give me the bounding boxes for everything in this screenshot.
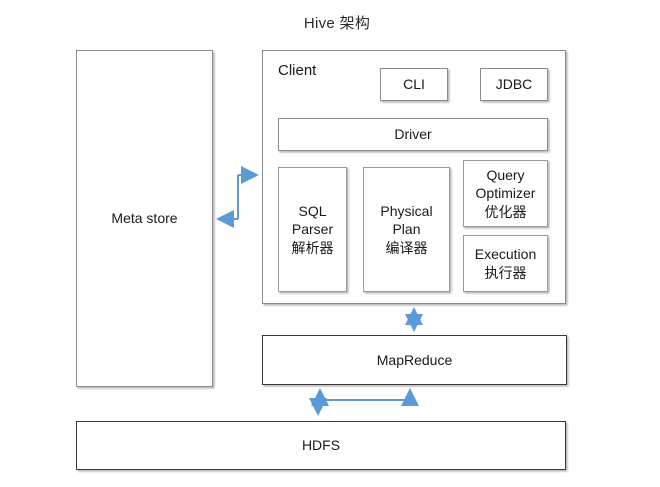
execution-line1: Execution <box>474 246 537 263</box>
physical-plan-label: Physical Plan 编译器 <box>380 202 432 257</box>
hdfs-label: HDFS <box>301 437 341 454</box>
sql-parser-label: SQL Parser 解析器 <box>292 202 334 257</box>
node-execution[interactable]: Execution 执行器 <box>463 235 548 292</box>
connector-client-metastore <box>216 166 259 228</box>
execution-label: Execution 执行器 <box>475 245 536 282</box>
node-meta-store[interactable]: Meta store <box>76 50 213 387</box>
node-hdfs[interactable]: HDFS <box>76 421 566 470</box>
query-optimizer-line2: Optimizer <box>475 185 536 202</box>
meta-store-label: Meta store <box>111 210 178 227</box>
sql-parser-line1: SQL <box>298 202 327 219</box>
mapreduce-label: MapReduce <box>376 351 453 368</box>
driver-label: Driver <box>394 126 432 143</box>
node-sql-parser[interactable]: SQL Parser 解析器 <box>278 167 347 292</box>
node-jdbc[interactable]: JDBC <box>480 68 548 101</box>
physical-plan-line2: Plan <box>392 221 421 238</box>
node-query-optimizer[interactable]: Query Optimizer 优化器 <box>463 160 548 227</box>
node-mapreduce[interactable]: MapReduce <box>262 335 567 385</box>
sql-parser-line2: Parser <box>291 221 334 238</box>
query-optimizer-line3: 优化器 <box>484 203 527 220</box>
client-label: Client <box>278 62 317 79</box>
sql-parser-line3: 解析器 <box>291 239 334 256</box>
page-title: Hive 架构 <box>303 15 371 32</box>
cli-label: CLI <box>403 76 425 93</box>
node-driver[interactable]: Driver <box>278 118 548 151</box>
node-cli[interactable]: CLI <box>380 68 448 101</box>
node-physical-plan[interactable]: Physical Plan 编译器 <box>363 167 450 292</box>
query-optimizer-label: Query Optimizer 优化器 <box>476 166 536 221</box>
jdbc-label: JDBC <box>495 76 533 93</box>
query-optimizer-line1: Query <box>486 166 525 183</box>
physical-plan-line3: 编译器 <box>385 239 428 256</box>
physical-plan-line1: Physical <box>380 202 433 219</box>
connector-mapreduce-hdfs-path <box>309 388 419 416</box>
execution-line2: 执行器 <box>484 264 527 281</box>
